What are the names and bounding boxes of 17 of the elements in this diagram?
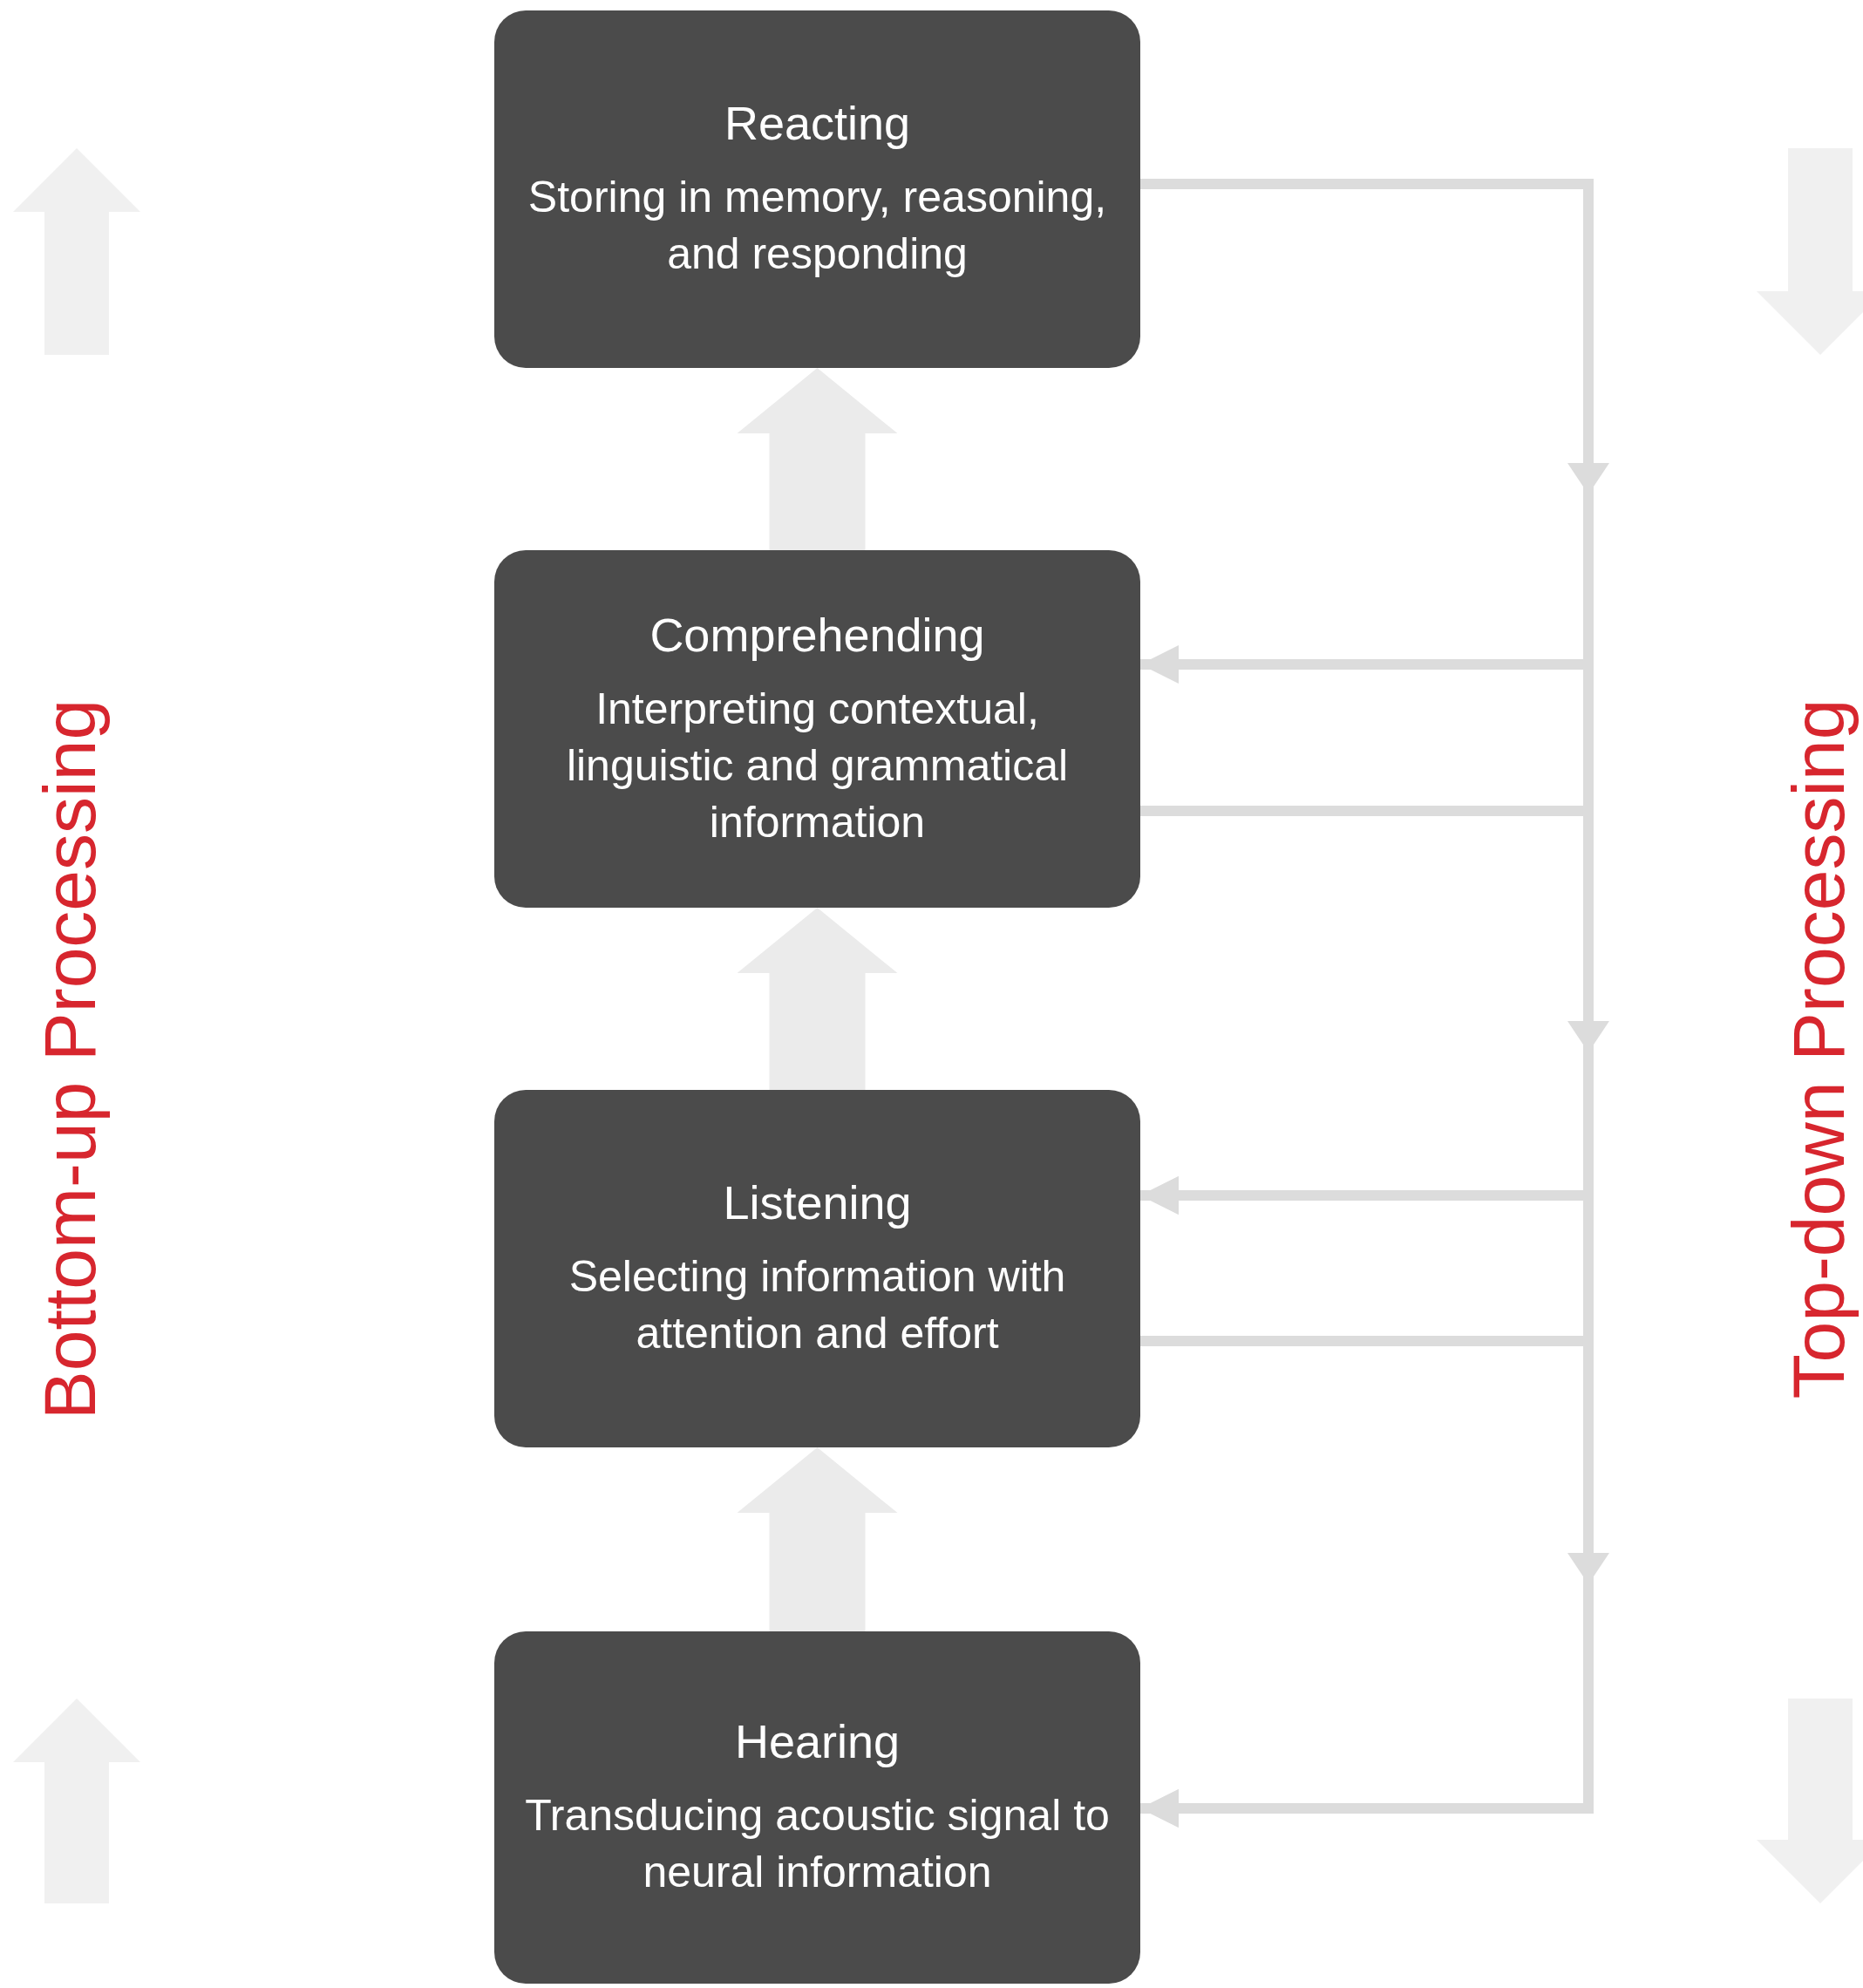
axis-label: Top-down Processing	[1776, 698, 1860, 1399]
stage-box	[494, 1090, 1140, 1447]
stage-box	[494, 550, 1140, 908]
block-arrow	[737, 1447, 898, 1631]
block-arrow	[737, 908, 898, 1090]
stage-title: Listening	[723, 1175, 912, 1229]
stage-box	[494, 10, 1140, 368]
block-arrow	[737, 368, 898, 550]
stage-description: Interpreting contextual, linguistic and grammatical information	[565, 683, 1070, 848]
stage-box	[494, 1631, 1140, 1984]
stage-title: Hearing	[734, 1714, 901, 1768]
stage-description: Transducing acoustic signal to neural information	[524, 1790, 1111, 1898]
stage-title: Reacting	[724, 96, 911, 150]
stage-title: Comprehending	[649, 607, 985, 662]
axis-label: Bottom-up Processing	[27, 698, 112, 1420]
stage-description: Storing in memory, reasoning, and responding	[527, 172, 1108, 280]
stage-description: Selecting information with attention and effort	[568, 1251, 1067, 1359]
